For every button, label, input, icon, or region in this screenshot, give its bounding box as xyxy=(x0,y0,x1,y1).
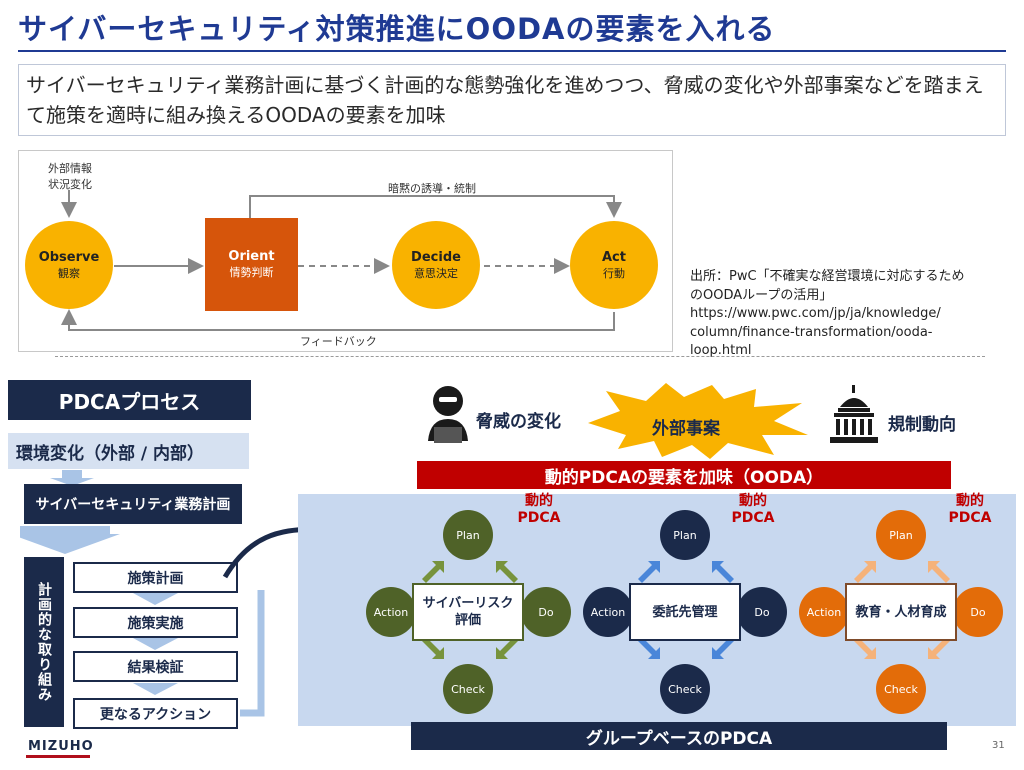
source-url-1: https://www.pwc.com/jp/ja/knowledge/ xyxy=(690,306,941,321)
external-incident-label: 外部事案 xyxy=(652,419,720,439)
subtitle: サイバーセキュリティ業務計画に基づく計画的な態勢強化を進めつつ、脅威の変化や外部… xyxy=(26,73,984,127)
source-url-3: loop.html xyxy=(690,343,752,358)
cycle1-do-node: Do xyxy=(521,587,571,637)
cycle1-center-box: サイバーリスク 評価 xyxy=(412,583,524,641)
capitol-building-icon xyxy=(830,385,878,443)
threat-change-label: 脅威の変化 xyxy=(476,412,561,432)
cycle1-check-node: Check xyxy=(443,664,493,714)
source-line-2: のOODAループの活用」 xyxy=(690,287,833,303)
step-result-verification: 結果検証 xyxy=(73,651,238,682)
cycle-arrows-2 xyxy=(638,561,734,659)
cycle2-do-node: Do xyxy=(737,587,787,637)
external-info-label: 外部情報 xyxy=(48,162,92,175)
cycle2-plan-node: Plan xyxy=(660,510,710,560)
orient-node: Orient 情勢判断 xyxy=(205,218,298,311)
source-line-1: 出所：PwC「不確実な経営環境に対応するため xyxy=(690,269,965,284)
environment-change-box: 環境変化（外部 / 内部） xyxy=(8,433,249,469)
dynamic-label-line1: 動的 xyxy=(525,493,553,509)
page-number: 31 xyxy=(992,740,1005,751)
dynamic-pdca-label-1: 動的 PDCA xyxy=(509,493,569,527)
step-connectors xyxy=(133,590,265,717)
flow-arrows xyxy=(20,470,120,554)
act-node: Act 行動 xyxy=(570,221,658,309)
mizuho-logo-underline xyxy=(26,755,90,758)
orient-subtitle: 情勢判断 xyxy=(229,266,274,279)
situation-change-label: 状況変化 xyxy=(48,178,92,191)
step-further-action: 更なるアクション xyxy=(73,698,238,729)
title-divider xyxy=(18,50,1006,52)
pdca-process-title: PDCAプロセス xyxy=(8,380,251,420)
cycle-arrows-1 xyxy=(422,561,518,659)
dynamic-label-line2: PDCA xyxy=(517,510,561,526)
external-incident-burst xyxy=(588,383,808,459)
cycle3-do-node: Do xyxy=(953,587,1003,637)
security-plan-box: サイバーセキュリティ業務計画 xyxy=(24,484,242,524)
decide-node: Decide 意思決定 xyxy=(392,221,480,309)
cycle2-check-node: Check xyxy=(660,664,710,714)
observe-node: Observe 観察 xyxy=(25,221,113,309)
step-measure-implementation: 施策実施 xyxy=(73,607,238,638)
source-url-2: column/finance-transformation/ooda- xyxy=(690,324,933,340)
source-citation: 出所：PwC「不確実な経営環境に対応するため のOODAループの活用」 http… xyxy=(690,268,990,361)
implicit-guidance-label: 暗黙の誘導・統制 xyxy=(388,182,476,195)
feedback-label: フィードバック xyxy=(300,335,377,348)
cycle2-center-box: 委託先管理 xyxy=(629,583,741,641)
cycle-arrows-3 xyxy=(854,561,950,659)
mizuho-logo: MIZUHO xyxy=(28,739,94,754)
act-title: Act xyxy=(602,249,626,265)
orient-title: Orient xyxy=(228,249,275,264)
cycle1-center-line1: サイバーリスク xyxy=(422,596,514,611)
dynamic-label-line2: PDCA xyxy=(948,510,992,526)
cycle2-action-node: Action xyxy=(583,587,633,637)
group-pdca-banner: グループベースのPDCA xyxy=(411,722,947,750)
cycle1-plan-node: Plan xyxy=(443,510,493,560)
observe-title: Observe xyxy=(38,249,100,265)
ooda-connectors xyxy=(61,190,622,331)
cycle3-check-node: Check xyxy=(876,664,926,714)
cycle3-center-box: 教育・人材育成 xyxy=(845,583,957,641)
step-measure-plan: 施策計画 xyxy=(73,562,238,593)
dynamic-label-line1: 動的 xyxy=(739,493,767,509)
dynamic-pdca-label-3: 動的 PDCA xyxy=(940,493,1000,527)
section-divider xyxy=(55,356,985,357)
subtitle-box xyxy=(18,64,1006,136)
decide-subtitle: 意思決定 xyxy=(414,266,458,280)
planned-efforts-label: 計画的な取り組み xyxy=(24,557,64,727)
dynamic-label-line2: PDCA xyxy=(731,510,775,526)
decide-title: Decide xyxy=(411,249,461,265)
act-subtitle: 行動 xyxy=(603,266,625,280)
regulation-trend-label: 規制動向 xyxy=(888,415,956,435)
dynamic-label-line1: 動的 xyxy=(956,493,984,509)
cycle3-plan-node: Plan xyxy=(876,510,926,560)
dynamic-pdca-label-2: 動的 PDCA xyxy=(723,493,783,527)
cycle1-center-line2: 評価 xyxy=(454,613,481,628)
cycle1-action-node: Action xyxy=(366,587,416,637)
hacker-icon xyxy=(428,386,468,443)
page-title: サイバーセキュリティ対策推進にOODAの要素を入れる xyxy=(18,12,776,46)
ooda-loop-diagram xyxy=(18,150,673,352)
dynamic-pdca-banner: 動的PDCAの要素を加味（OODA） xyxy=(417,461,951,489)
cycle3-action-node: Action xyxy=(799,587,849,637)
observe-subtitle: 観察 xyxy=(58,266,80,280)
